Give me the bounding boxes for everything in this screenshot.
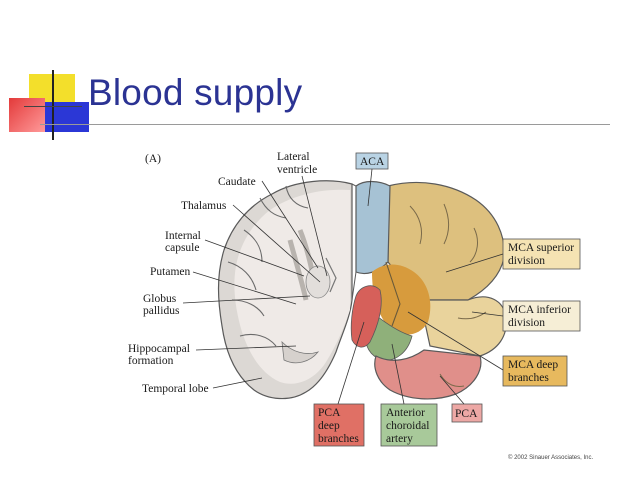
label-internal-capsule-line2: capsule	[165, 242, 199, 254]
decor-horizontal-line	[24, 106, 82, 107]
decor-blue-square	[43, 102, 89, 132]
mca-inferior-box-line1: MCA inferior	[508, 304, 571, 316]
mca-inferior-box-line2: division	[508, 317, 545, 329]
decor-vertical-line	[52, 70, 54, 140]
panel-label: (A)	[145, 153, 161, 165]
label-hippocampal-formation-line2: formation	[128, 355, 174, 367]
anterior-choroidal-box-line1: Anterior	[386, 407, 425, 419]
slide-title: Blood supply	[88, 72, 303, 113]
anterior-choroidal-box-line2: choroidal	[386, 420, 429, 432]
pca-deep-territory	[350, 285, 382, 348]
aca-box-label: ACA	[360, 156, 385, 168]
right-hemisphere-territories	[350, 180, 507, 400]
mca-inferior-territory	[419, 296, 507, 357]
label-lateral-ventricle-line2: ventricle	[277, 164, 317, 176]
left-hemisphere-anatomy	[217, 180, 353, 400]
title-divider	[40, 124, 610, 125]
label-globus-pallidus-line2: pallidus	[143, 305, 180, 317]
mca-deep-box-line1: MCA deep	[508, 359, 558, 371]
anterior-choroidal-box: Anterior choroidal artery	[380, 403, 438, 447]
label-caudate: Caudate	[218, 176, 256, 188]
pca-deep-box-line3: branches	[318, 433, 359, 445]
mca-deep-box-line2: branches	[508, 372, 549, 384]
pca-box-label: PCA	[455, 408, 478, 420]
territory-leader-lines	[337, 168, 504, 405]
aca-territory	[355, 180, 391, 275]
mca-inferior-box: MCA inferior division	[502, 300, 581, 332]
mca-superior-box-line1: MCA superior	[508, 242, 574, 254]
mca-deep-box: MCA deep branches	[502, 355, 568, 387]
mca-superior-box: MCA superior division	[502, 238, 581, 270]
pca-deep-box: PCA deep branches	[313, 403, 365, 447]
label-globus-pallidus-line1: Globus	[143, 293, 177, 305]
anterior-choroidal-box-line3: artery	[386, 433, 413, 445]
aca-box: ACA	[355, 152, 389, 170]
pca-deep-box-line2: deep	[318, 420, 340, 432]
left-leader-lines	[182, 175, 328, 389]
label-thalamus: Thalamus	[181, 200, 227, 212]
pca-box: PCA	[451, 403, 483, 423]
label-internal-capsule-line1: Internal	[165, 230, 201, 242]
label-temporal-lobe: Temporal lobe	[142, 383, 209, 395]
mca-superior-box-line2: division	[508, 255, 545, 267]
copyright-notice: © 2002 Sinauer Associates, Inc.	[508, 454, 593, 461]
mca-superior-territory	[387, 181, 505, 301]
label-hippocampal-formation-line1: Hippocampal	[128, 343, 190, 355]
pca-territory	[374, 349, 482, 400]
label-putamen: Putamen	[150, 266, 190, 278]
pca-deep-box-line1: PCA	[318, 407, 341, 419]
decor-red-square	[9, 98, 45, 132]
label-lateral-ventricle-line1: Lateral	[277, 151, 310, 163]
